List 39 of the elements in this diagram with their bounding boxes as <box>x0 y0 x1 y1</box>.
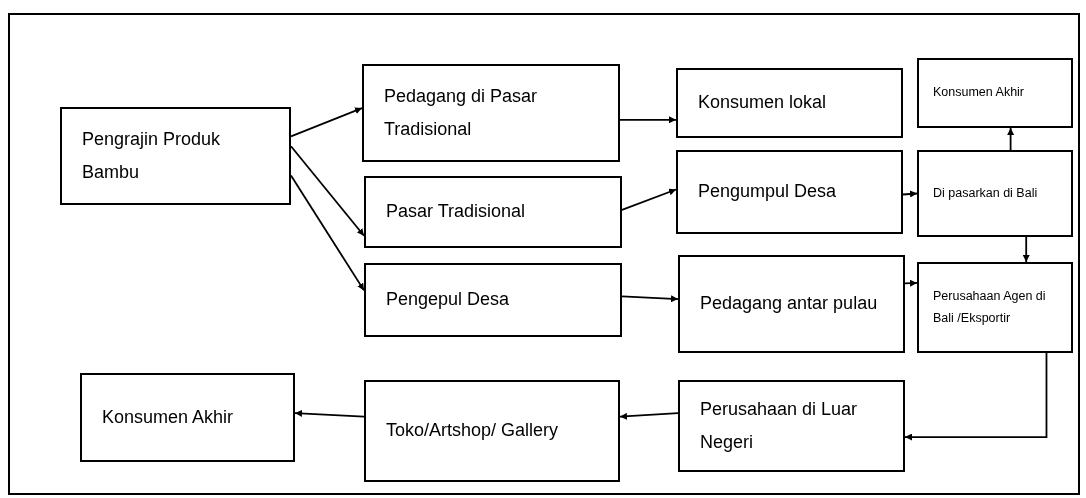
box-label: Toko/Artshop/ Gallery <box>386 419 560 443</box>
process-box <box>678 380 905 472</box>
arrow <box>290 107 363 138</box>
box-label: Pedagang antar pulau <box>700 292 879 316</box>
arrow <box>290 174 365 292</box>
box-label: Konsumen lokal <box>698 91 828 115</box>
process-box <box>60 107 291 205</box>
box-label: Perusahaan Agen di Bali /Eksportir <box>933 287 1047 327</box>
box-label: Konsumen Akhir <box>933 84 1026 102</box>
arrow <box>290 145 365 237</box>
box-label: Di pasarkan di Bali <box>933 184 1039 202</box>
process-box <box>80 373 295 462</box>
process-box <box>678 255 905 353</box>
process-box <box>364 263 622 337</box>
process-box <box>917 262 1073 353</box>
box-label: Pengepul Desa <box>386 288 511 312</box>
box-label: Pasar Tradisional <box>386 200 527 224</box>
process-box <box>676 68 903 138</box>
arrow <box>904 352 1048 441</box>
arrow <box>294 409 365 418</box>
arrow <box>619 116 677 124</box>
arrow <box>904 279 918 287</box>
box-label: Pengumpul Desa <box>698 180 838 204</box>
arrow <box>619 412 679 420</box>
arrow <box>1022 236 1030 263</box>
box-label: Pedagang di Pasar Tradisional <box>384 84 539 141</box>
arrow <box>1007 127 1015 151</box>
process-box <box>362 64 620 162</box>
box-label: Konsumen Akhir <box>102 405 235 429</box>
arrow <box>621 295 679 303</box>
box-label: Perusahaan di Luar Negeri <box>700 397 859 454</box>
arrow <box>621 188 677 211</box>
process-box <box>676 150 903 234</box>
box-label: Pengrajin Produk Bambu <box>82 127 222 184</box>
arrow <box>902 190 918 198</box>
process-box <box>917 58 1073 128</box>
process-box <box>364 380 620 482</box>
process-box <box>364 176 622 248</box>
process-box <box>917 150 1073 237</box>
